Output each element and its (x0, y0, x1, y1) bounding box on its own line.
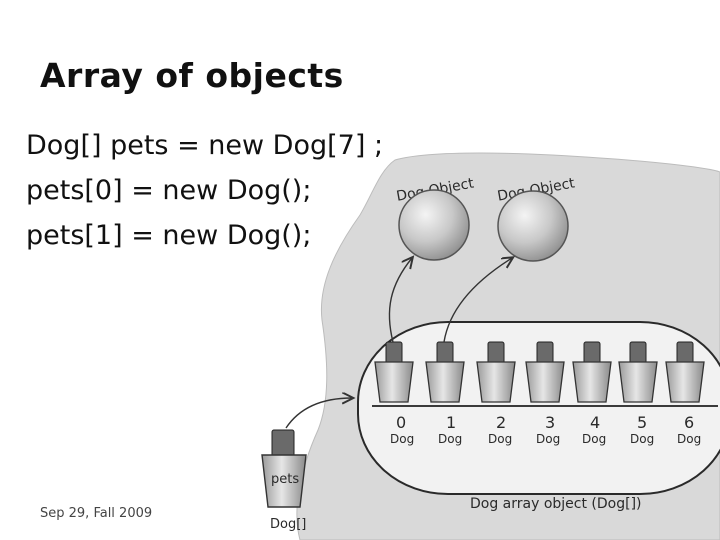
array-index-label: 6 (684, 413, 694, 432)
array-index-label: 2 (496, 413, 506, 432)
reference-arrow-slot-0 (388, 258, 412, 343)
array-type-label: Dog (630, 432, 654, 446)
pets-variable-type: Dog[] (270, 517, 306, 532)
array-index-label: 1 (446, 413, 456, 432)
array-index-label: 3 (545, 413, 555, 432)
pets-variable: pets Dog[] (261, 429, 307, 532)
array-slot-5 (618, 341, 658, 403)
array-slot-1 (425, 341, 465, 403)
array-type-label: Dog (488, 432, 512, 446)
code-line-assign-pets-1: pets[1] = new Dog(); (26, 220, 312, 251)
array-index-label: 4 (590, 413, 600, 432)
array-type-labels: Dog Dog Dog Dog Dog Dog Dog (390, 432, 701, 446)
array-slot-6 (665, 341, 705, 403)
slide-title: Array of objects (40, 56, 344, 95)
array-index-label: 0 (396, 413, 406, 432)
dog-object-sphere (398, 189, 470, 261)
array-type-label: Dog (438, 432, 462, 446)
slide-footer-date: Sep 29, Fall 2009 (40, 506, 153, 521)
dog-object-sphere (497, 190, 569, 262)
code-line-declare-array: Dog[] pets = new Dog[7] ; (26, 130, 384, 161)
array-slots (374, 341, 705, 403)
array-slot-0 (374, 341, 414, 403)
array-slot-4 (572, 341, 612, 403)
array-slot-3 (525, 341, 565, 403)
array-type-label: Dog (390, 432, 414, 446)
pets-variable-name: pets (271, 472, 299, 487)
array-type-label: Dog (677, 432, 701, 446)
reference-arrow-pets (285, 398, 352, 429)
array-index-label: 5 (637, 413, 647, 432)
array-slot-2 (476, 341, 516, 403)
reference-arrow-slot-1 (443, 258, 512, 343)
array-caption: Dog array object (Dog[]) (470, 496, 642, 512)
array-type-label: Dog (536, 432, 560, 446)
array-index-labels: 0 1 2 3 4 5 6 (396, 413, 694, 432)
array-type-label: Dog (582, 432, 606, 446)
code-line-assign-pets-0: pets[0] = new Dog(); (26, 175, 312, 206)
